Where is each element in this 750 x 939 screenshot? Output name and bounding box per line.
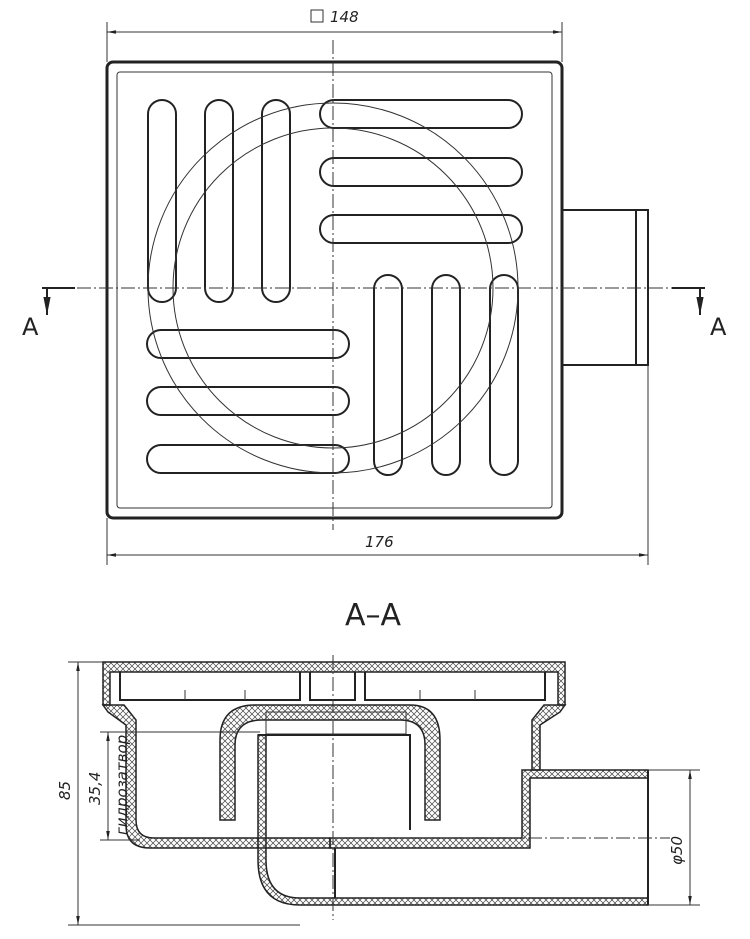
dimension-148-label: 148	[330, 8, 359, 26]
inner-tube-top	[258, 734, 411, 830]
dimension-176-label: 176	[365, 533, 394, 551]
grate-flange	[102, 661, 566, 706]
section-arrow-left	[42, 287, 75, 315]
grate-outer	[105, 60, 564, 520]
elbow-inner-wall	[329, 769, 649, 849]
body-right-wall	[531, 704, 567, 771]
section-arrow-right	[672, 287, 705, 315]
section-title: A–A	[345, 598, 402, 633]
grate-inner	[116, 71, 553, 509]
dimension-water-seal-value: 35,4	[86, 772, 104, 805]
square-symbol-icon	[310, 9, 324, 23]
elbow-outer-wall	[257, 734, 649, 906]
section-mark-left: A	[22, 313, 39, 341]
top-view: 148 176 A A	[22, 8, 727, 565]
section-mark-right: A	[710, 313, 727, 341]
water-seal-label: гидрозатвор	[113, 735, 131, 835]
section-view: A–A 85 35,4 гидрозатвор φ50	[56, 598, 700, 926]
dimension-85-label: 85	[56, 781, 74, 800]
water-seal-cap	[219, 704, 441, 821]
body-left-wall	[101, 704, 331, 849]
grate-slots	[146, 99, 523, 476]
dimension-diameter-label: φ50	[668, 836, 686, 865]
